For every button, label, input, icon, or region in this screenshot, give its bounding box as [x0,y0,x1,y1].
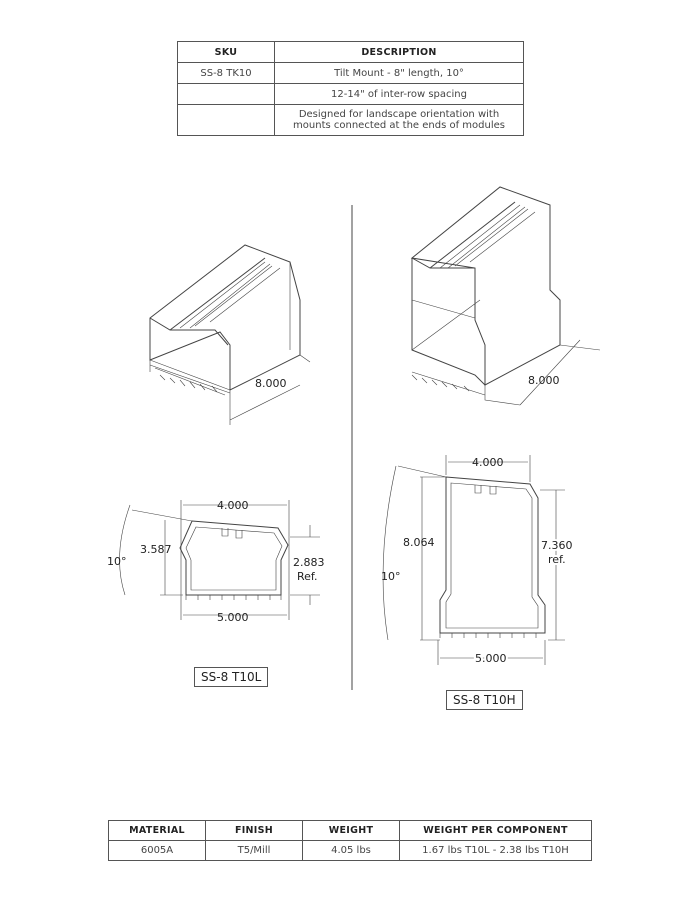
spec-table: SKU DESCRIPTION SS-8 TK10 Tilt Mount - 8… [177,41,524,136]
weight-per-component-header: WEIGHT PER COMPONENT [399,820,592,841]
high-ref-height-dim: 7.360 [541,539,573,552]
weight-per-component-cell: 1.67 lbs T10L - 2.38 lbs T10H [399,840,592,861]
weight-header: WEIGHT [302,820,400,841]
material-cell: 6005A [108,840,206,861]
weight-cell: 4.05 lbs [302,840,400,861]
table-row: Designed for landscape orientation with … [177,104,524,136]
finish-cell: T5/Mill [205,840,303,861]
table-row: 6005A T5/Mill 4.05 lbs 1.67 lbs T10L - 2… [108,840,592,861]
high-height-dim: 8.064 [403,536,435,549]
low-ref-label: Ref. [297,570,318,583]
table-row: 12-14" of inter-row spacing [177,83,524,105]
material-table: MATERIAL FINISH WEIGHT WEIGHT PER COMPON… [108,820,592,861]
low-mount-section: 4.000 3.587 10° 2.883 Ref. 5.000 [107,499,325,624]
material-header: MATERIAL [108,820,206,841]
high-mount-section: 4.000 8.064 10° 7.360 ref. 5.000 [381,455,575,667]
high-angle-dim: 10° [381,570,401,583]
description-cell: Designed for landscape orientation with … [274,104,524,136]
low-base-width-dim: 5.000 [217,611,249,624]
finish-header: FINISH [205,820,303,841]
high-base-width-dim: 5.000 [475,652,507,665]
high-ref-label: ref. [548,553,566,566]
low-length-dim: 8.000 [255,377,287,390]
high-mount-isometric: 8.000 [410,186,601,406]
high-mount-label: SS-8 T10H [446,690,523,710]
low-mount-isometric: 8.000 [149,244,311,425]
low-top-width-dim: 4.000 [217,499,249,512]
low-ref-height-dim: 2.883 [293,556,325,569]
low-angle-dim: 10° [107,555,127,568]
low-height-dim: 3.587 [140,543,172,556]
low-mount-label: SS-8 T10L [194,667,269,687]
high-top-width-dim: 4.000 [472,456,504,469]
table-row: SS-8 TK10 Tilt Mount - 8" length, 10° [177,62,524,84]
high-length-dim: 8.000 [528,374,560,387]
